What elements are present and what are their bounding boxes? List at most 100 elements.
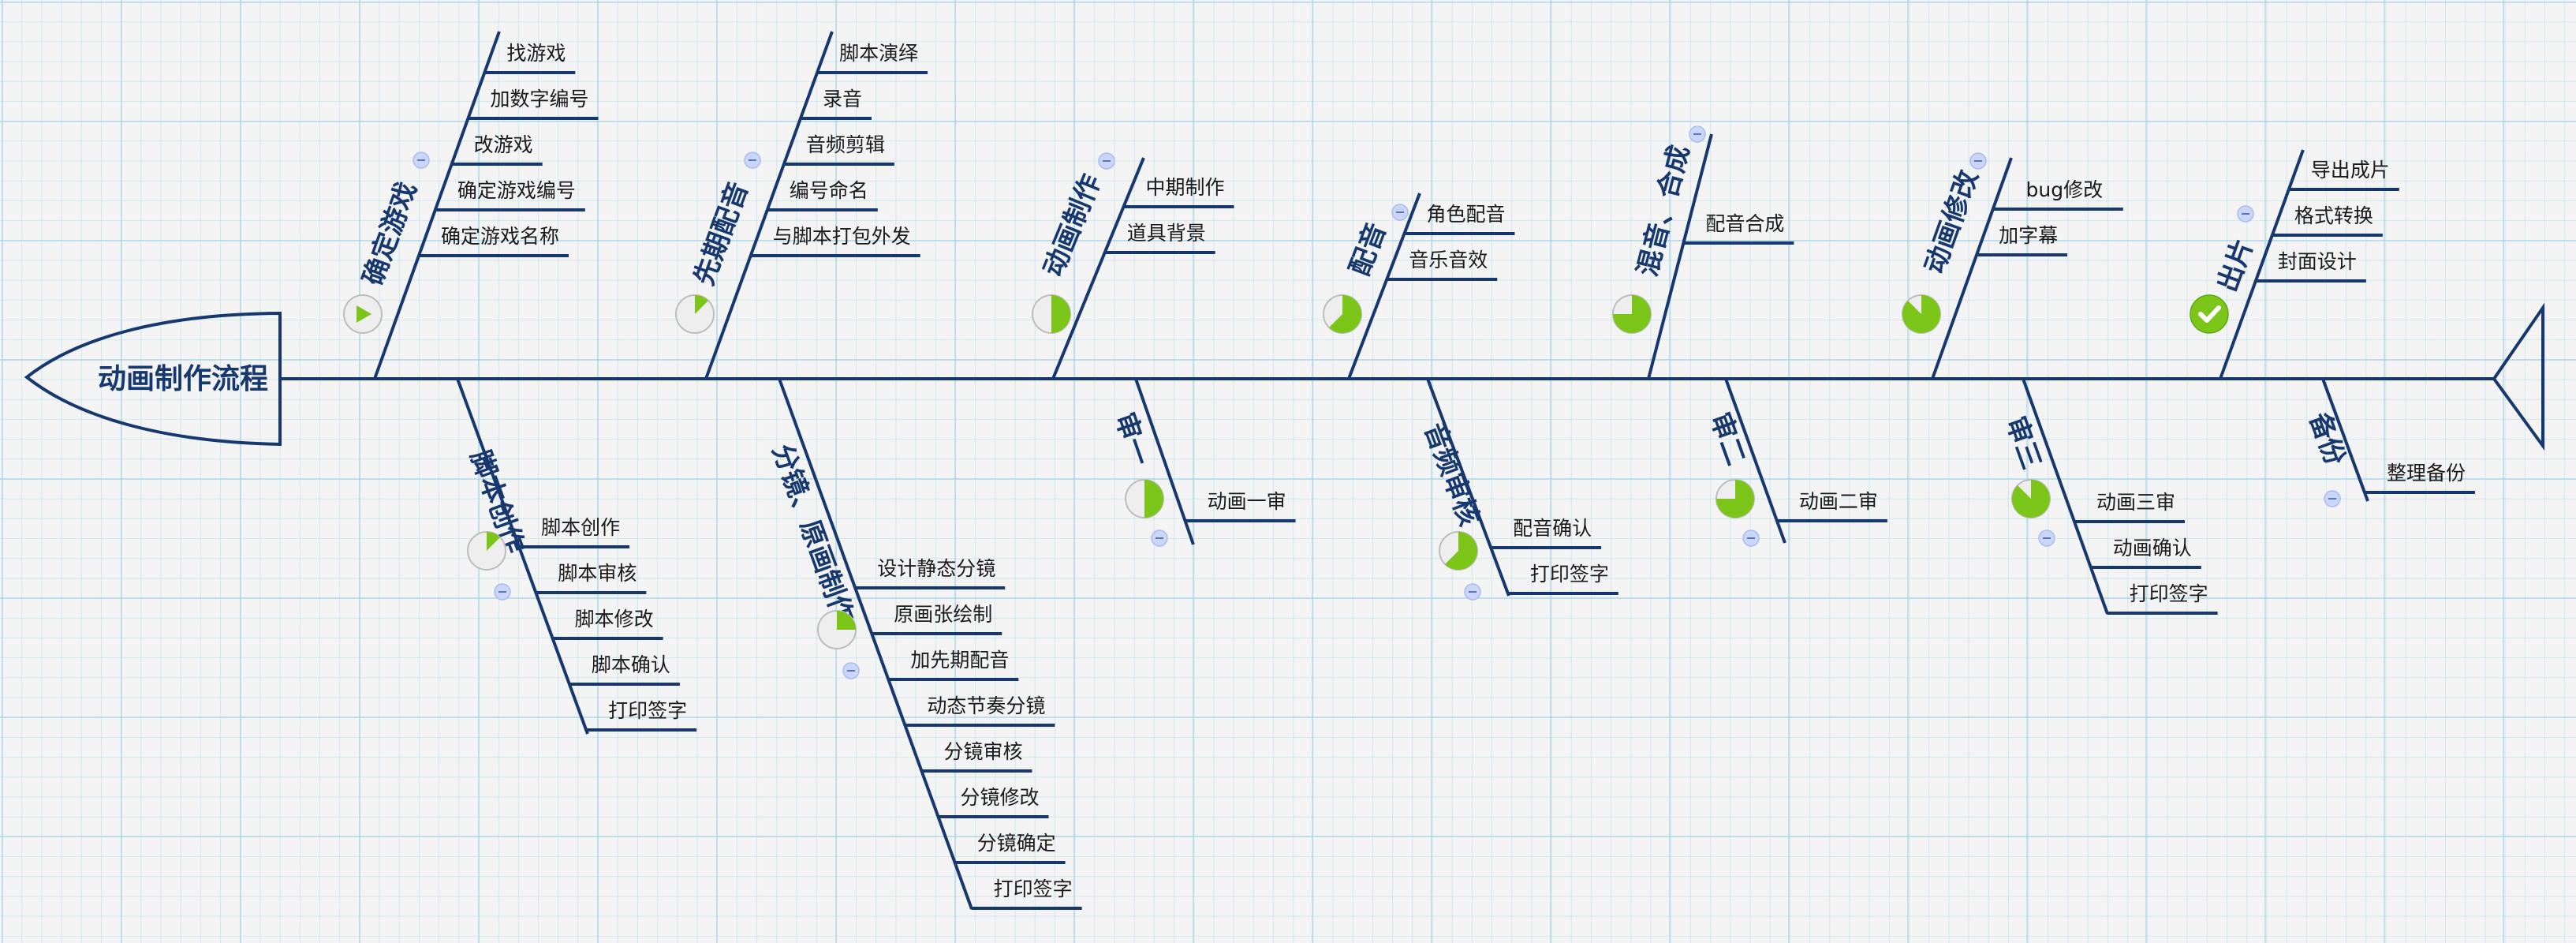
sub-item[interactable]: 脚本创作 (519, 516, 630, 548)
sub-item[interactable]: 打印签字 (586, 699, 697, 732)
task-done-icon (2190, 294, 2229, 334)
sub-item[interactable]: 分镜修改 (938, 786, 1049, 818)
sub-item-label: 动画二审 (1799, 490, 1878, 513)
branch-label[interactable]: 配音 (1344, 219, 1393, 280)
sub-item[interactable]: 加先期配音 (888, 649, 1019, 681)
sub-item[interactable]: 脚本审核 (536, 562, 647, 594)
sub-item[interactable]: 音乐音效 (1387, 249, 1498, 281)
branches: 找游戏加数字编号改游戏确定游戏编号确定游戏名称确定游戏脚本演绎录音音频剪辑编号命… (343, 31, 2475, 910)
task-progress-icon (1902, 294, 1941, 334)
sub-item[interactable]: 动画二审 (1776, 490, 1887, 522)
sub-item-label: 中期制作 (1146, 176, 1225, 199)
collapse-toggle-icon[interactable] (2324, 490, 2341, 507)
collapse-toggle-icon[interactable] (1098, 152, 1115, 170)
sub-item[interactable]: 配音确认 (1491, 517, 1602, 549)
sub-item-label: 格式转换 (2294, 204, 2373, 227)
sub-item[interactable]: 编号命名 (767, 179, 878, 211)
sub-item[interactable]: 找游戏 (484, 42, 576, 74)
branch-label[interactable]: 审三 (1999, 413, 2048, 474)
collapse-toggle-icon[interactable] (413, 152, 430, 169)
sub-item-label: 音乐音效 (1409, 249, 1488, 271)
sub-item[interactable]: 打印签字 (2107, 582, 2218, 615)
collapse-toggle-icon[interactable] (1391, 204, 1409, 221)
sub-item-label: 打印签字 (2130, 582, 2208, 605)
sub-item[interactable]: 打印签字 (971, 878, 1082, 910)
sub-item[interactable]: 改游戏 (451, 133, 543, 166)
collapse-toggle-icon[interactable] (1464, 583, 1481, 601)
sub-item[interactable]: 加数字编号 (468, 88, 599, 120)
branch-label[interactable]: 动画制作 (1037, 170, 1107, 281)
sub-item-label: 动画确认 (2113, 537, 2192, 559)
sub-item[interactable]: 打印签字 (1507, 563, 1618, 595)
sub-item[interactable]: 中期制作 (1123, 176, 1234, 208)
sub-item[interactable]: 音频剪辑 (783, 133, 894, 166)
sub-item[interactable]: 录音 (801, 88, 872, 120)
sub-item[interactable]: 动画一审 (1185, 490, 1296, 522)
branch-label[interactable]: 音频审核 (1418, 418, 1485, 530)
branch-label[interactable]: 备份 (2303, 408, 2351, 470)
sub-item[interactable]: 动画确认 (2090, 537, 2201, 569)
sub-item-label: 脚本创作 (541, 516, 620, 539)
sub-item[interactable]: 确定游戏编号 (435, 179, 585, 211)
sub-item[interactable]: 角色配音 (1404, 203, 1515, 235)
collapse-toggle-icon[interactable] (494, 583, 511, 601)
collapse-toggle-icon[interactable] (744, 152, 761, 169)
sub-item-label: 脚本修改 (575, 608, 654, 631)
sub-item[interactable]: 与脚本打包外发 (750, 225, 920, 257)
sub-item[interactable]: 道具背景 (1104, 222, 1215, 254)
diagram-title: 动画制作流程 (98, 363, 268, 395)
sub-item[interactable]: 确定游戏名称 (419, 225, 569, 257)
task-progress-icon (467, 531, 506, 571)
sub-item[interactable]: 动态节奏分镜 (905, 694, 1055, 727)
sub-item[interactable]: 脚本确认 (569, 653, 680, 686)
task-progress-icon (1323, 294, 1362, 334)
sub-item[interactable]: 导出成片 (2288, 159, 2399, 191)
sub-item-label: 配音合成 (1705, 212, 1784, 235)
collapse-toggle-icon[interactable] (2038, 530, 2055, 547)
fish-head[interactable]: 动画制作流程 (24, 311, 282, 447)
sub-item-label: 导出成片 (2311, 159, 2390, 181)
sub-item[interactable]: bug修改 (1992, 178, 2123, 211)
collapse-toggle-icon[interactable] (1151, 530, 1168, 547)
sub-item-label: 改游戏 (474, 133, 533, 156)
sub-item[interactable]: 整理备份 (2364, 462, 2475, 494)
collapse-toggle-icon[interactable] (842, 662, 860, 679)
branch-label[interactable]: 审二 (1704, 409, 1752, 470)
sub-item[interactable]: 加字幕 (1977, 224, 2068, 256)
task-progress-icon (1125, 479, 1164, 518)
sub-item[interactable]: 分镜审核 (921, 740, 1032, 773)
collapse-toggle-icon[interactable] (1689, 125, 1706, 143)
collapse-toggle-icon[interactable] (2237, 205, 2254, 223)
sub-item-label: 加字幕 (1999, 224, 2058, 247)
collapse-toggle-icon[interactable] (1969, 152, 1987, 170)
branch-bone (1724, 378, 1786, 544)
sub-item[interactable]: 脚本修改 (552, 608, 663, 640)
sub-item[interactable]: 动画三审 (2074, 491, 2185, 523)
bottom-branch[interactable]: 设计静态分镜原画张绘制加先期配音动态节奏分镜分镜审核分镜修改分镜确定打印签字分镜… (766, 378, 1082, 910)
sub-item[interactable]: 格式转换 (2272, 204, 2383, 237)
sub-item-label: 加先期配音 (910, 649, 1009, 672)
sub-item[interactable]: 分镜确定 (954, 832, 1066, 864)
sub-item[interactable]: 配音合成 (1683, 212, 1794, 245)
sub-item[interactable]: 原画张绘制 (872, 603, 1002, 635)
sub-item[interactable]: 封面设计 (2255, 250, 2366, 283)
branch-label[interactable]: 混音、合成 (1632, 142, 1696, 280)
sub-item[interactable]: 设计静态分镜 (855, 557, 1006, 589)
bottom-branch[interactable]: 动画二审 审二 (1704, 378, 1887, 547)
collapse-toggle-icon[interactable] (1742, 530, 1760, 547)
sub-item[interactable]: 脚本演绎 (817, 42, 928, 74)
sub-item-label: 音频剪辑 (806, 133, 885, 156)
